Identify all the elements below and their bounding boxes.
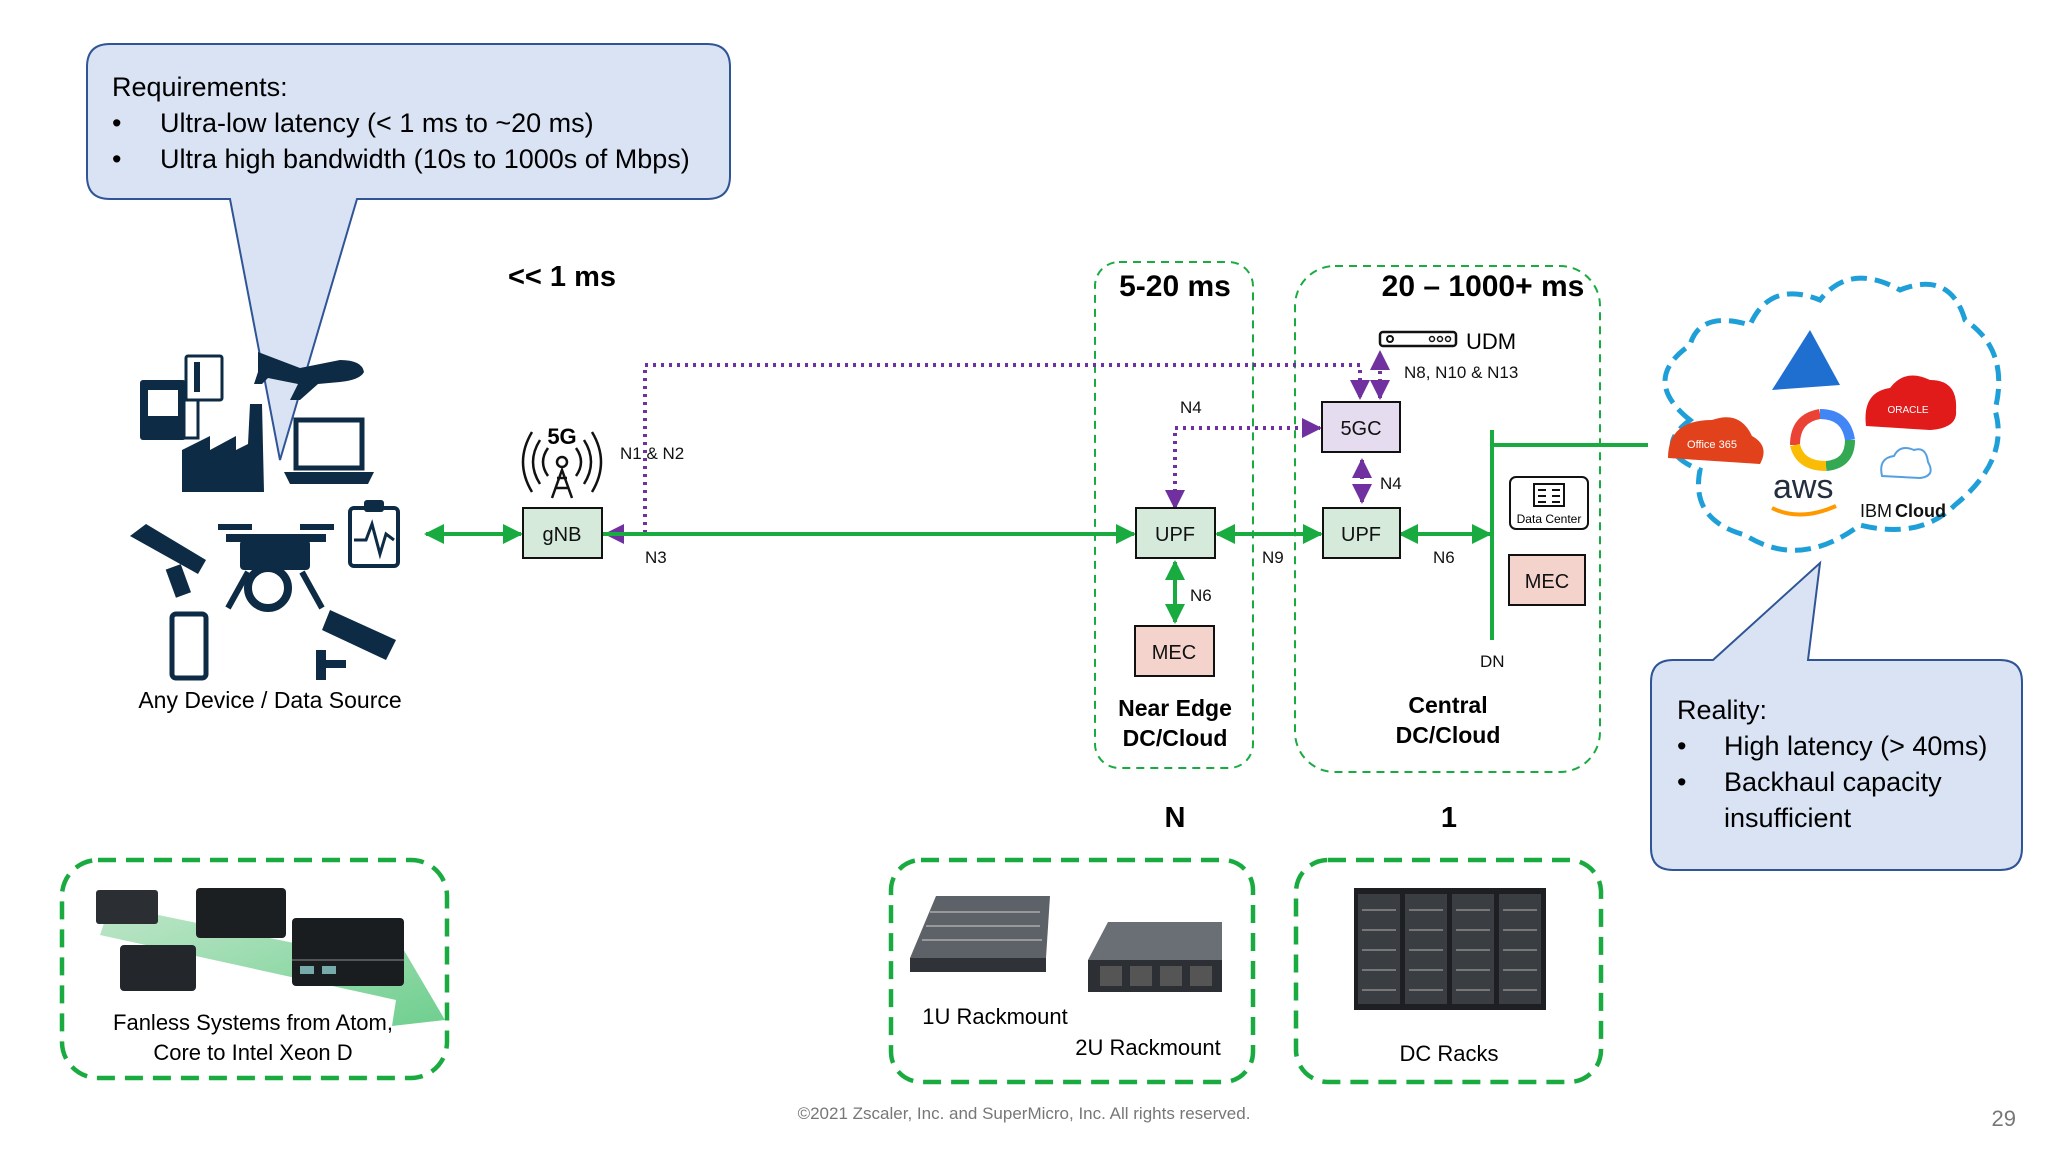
fanless-box-image bbox=[96, 888, 404, 991]
udm-node[interactable]: UDM bbox=[1378, 329, 1516, 354]
aws-logo: aws bbox=[1771, 468, 1837, 517]
laptop-icon bbox=[284, 417, 374, 484]
mec-central-node[interactable]: MEC bbox=[1508, 554, 1586, 606]
fanless-systems-box: Fanless Systems from Atom, Core to Intel… bbox=[59, 857, 450, 1081]
gnb-node[interactable]: gNB bbox=[522, 507, 603, 559]
gnb-label: gNB bbox=[543, 524, 582, 546]
dc-racks-image bbox=[1354, 888, 1546, 1010]
near-edge-caption: DC/Cloud bbox=[1123, 725, 1228, 751]
airplane-icon bbox=[254, 352, 364, 400]
interface-n1n2: N1 & N2 bbox=[620, 444, 684, 463]
aws-label: aws bbox=[1773, 468, 1833, 506]
interface-n3: N3 bbox=[645, 548, 667, 567]
ibm-label: IBM bbox=[1860, 501, 1892, 521]
factory-icon bbox=[182, 404, 264, 492]
user-plane-links bbox=[424, 430, 1648, 640]
requirements-callout: Requirements: • Ultra-low latency (< 1 m… bbox=[86, 43, 731, 461]
kiosk-icon bbox=[140, 354, 224, 440]
copyright: ©2021 Zscaler, Inc. and SuperMicro, Inc.… bbox=[798, 1104, 1251, 1123]
google-cloud-logo bbox=[1790, 409, 1855, 471]
upf-label: UPF bbox=[1155, 524, 1195, 546]
reality-item: High latency (> 40ms) bbox=[1724, 731, 1987, 761]
scanner-icon bbox=[130, 524, 206, 598]
5gc-node[interactable]: 5GC bbox=[1321, 401, 1401, 453]
interface-n9: N9 bbox=[1262, 548, 1284, 567]
udm-label: UDM bbox=[1466, 329, 1516, 354]
reality-item: insufficient bbox=[1724, 803, 1852, 833]
2u-rackmount-label: 2U Rackmount bbox=[1075, 1035, 1221, 1060]
central-count: 1 bbox=[1441, 802, 1457, 834]
near-edge-count: N bbox=[1165, 802, 1186, 834]
requirement-item: Ultra-low latency (< 1 ms to ~20 ms) bbox=[160, 108, 594, 138]
1u-server-image bbox=[910, 896, 1050, 972]
dc-racks-box: DC Racks bbox=[1293, 857, 1604, 1085]
smartphone-icon bbox=[169, 611, 209, 681]
latency-near-edge: 5-20 ms bbox=[1119, 270, 1231, 303]
fanless-caption: Core to Intel Xeon D bbox=[153, 1040, 352, 1065]
office365-label: Office 365 bbox=[1687, 439, 1737, 451]
2u-server-image bbox=[1088, 922, 1222, 992]
interface-n6: N6 bbox=[1190, 586, 1212, 605]
bullet: • bbox=[112, 108, 121, 138]
fanless-caption: Fanless Systems from Atom, bbox=[113, 1010, 393, 1035]
security-camera-icon bbox=[316, 610, 396, 680]
reality-item: Backhaul capacity bbox=[1724, 767, 1942, 797]
latency-central: 20 – 1000+ ms bbox=[1382, 270, 1585, 303]
devices-caption: Any Device / Data Source bbox=[138, 687, 401, 713]
drone-icon bbox=[218, 524, 334, 612]
5g-label: 5G bbox=[547, 424, 576, 449]
dc-racks-label: DC Racks bbox=[1399, 1041, 1498, 1066]
mec-label: MEC bbox=[1152, 642, 1196, 664]
office365-logo: Office 365 bbox=[1668, 417, 1764, 464]
ibm-cloud-label: Cloud bbox=[1895, 501, 1946, 521]
ibm-cloud-logo: IBM Cloud bbox=[1860, 447, 1946, 521]
oracle-logo: ORACLE bbox=[1865, 375, 1957, 430]
data-center-node[interactable]: Data Center bbox=[1509, 476, 1589, 530]
upf-label: UPF bbox=[1341, 524, 1381, 546]
growth-arrow bbox=[100, 905, 445, 1026]
latency-device: << 1 ms bbox=[508, 261, 616, 293]
mec-label: MEC bbox=[1525, 571, 1569, 593]
1u-rackmount-label: 1U Rackmount bbox=[922, 1004, 1068, 1029]
oracle-label: ORACLE bbox=[1887, 405, 1928, 416]
upf-edge-node[interactable]: UPF bbox=[1135, 507, 1216, 559]
5gc-label: 5GC bbox=[1340, 418, 1381, 440]
interface-n8-n10-n13: N8, N10 & N13 bbox=[1404, 363, 1518, 382]
control-plane-links bbox=[604, 350, 1390, 544]
central-caption: Central bbox=[1408, 692, 1487, 718]
bullet: • bbox=[112, 144, 121, 174]
mec-edge-node[interactable]: MEC bbox=[1134, 625, 1215, 677]
reality-callout: Reality: • High latency (> 40ms) • Backh… bbox=[1650, 560, 2023, 871]
server-icon bbox=[1378, 330, 1458, 348]
azure-logo bbox=[1772, 330, 1840, 390]
near-edge-caption: Near Edge bbox=[1118, 695, 1232, 721]
page-number: 29 bbox=[1992, 1106, 2016, 1131]
reality-title: Reality: bbox=[1677, 695, 1767, 725]
requirement-item: Ultra high bandwidth (10s to 1000s of Mb… bbox=[160, 144, 690, 174]
bullet: • bbox=[1677, 767, 1686, 797]
requirements-title: Requirements: bbox=[112, 72, 288, 102]
health-clipboard-icon bbox=[348, 500, 400, 568]
interface-n6: N6 bbox=[1433, 548, 1455, 567]
interface-n4: N4 bbox=[1380, 474, 1402, 493]
interface-n4: N4 bbox=[1180, 398, 1202, 417]
devices-cluster bbox=[130, 352, 400, 681]
rackmount-box: 1U Rackmount 2U Rackmount bbox=[888, 857, 1256, 1085]
upf-central-node[interactable]: UPF bbox=[1322, 507, 1401, 559]
central-caption: DC/Cloud bbox=[1396, 722, 1501, 748]
antenna-5g-icon bbox=[521, 431, 603, 499]
building-icon bbox=[1533, 483, 1565, 507]
bullet: • bbox=[1677, 731, 1686, 761]
public-cloud: Office 365 ORACLE aws IBM Cloud bbox=[1662, 275, 2002, 553]
interface-dn: DN bbox=[1480, 652, 1505, 671]
data-center-label: Data Center bbox=[1517, 512, 1582, 526]
